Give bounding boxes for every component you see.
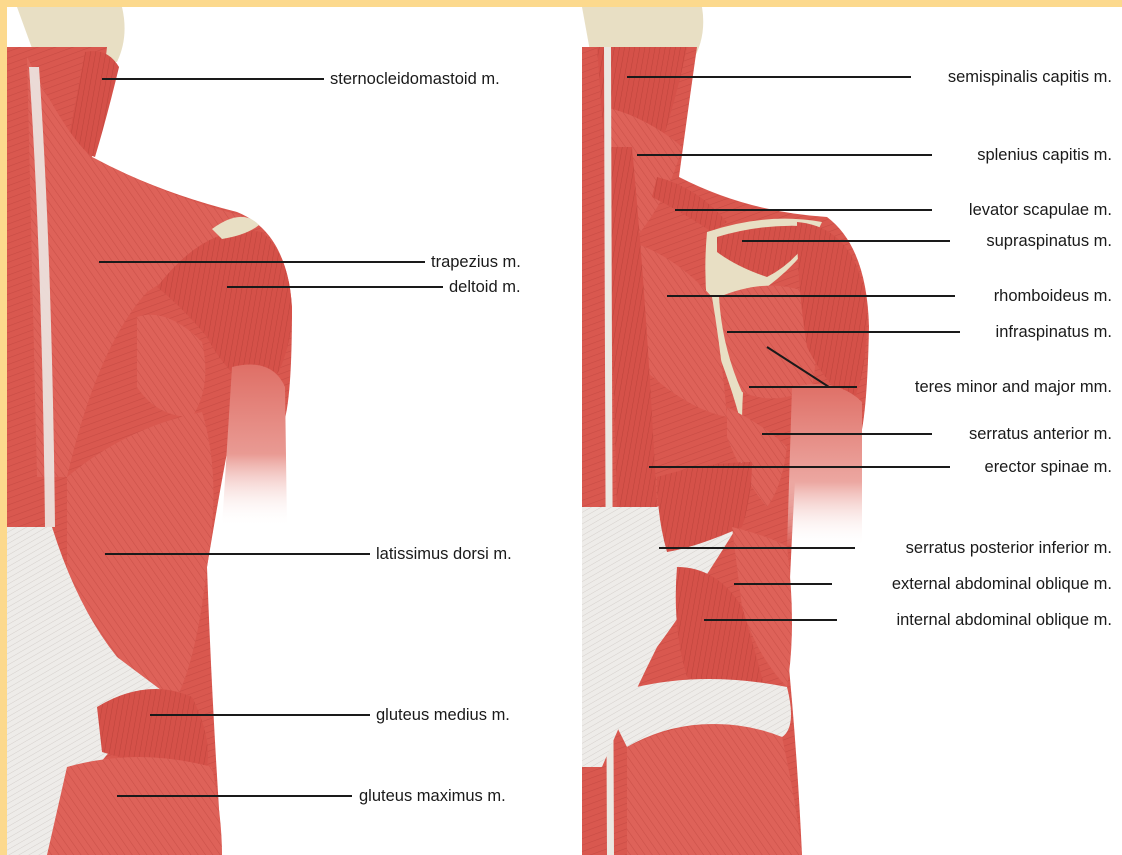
label-levator-scapulae: levator scapulae m. xyxy=(969,201,1112,219)
label-infraspinatus: infraspinatus m. xyxy=(996,323,1112,341)
anatomy-illustration xyxy=(7,7,1122,855)
label-serratus-posterior-inferior: serratus posterior inferior m. xyxy=(906,539,1112,557)
label-semispinalis-capitis: semispinalis capitis m. xyxy=(948,68,1112,86)
label-erector-spinae: erector spinae m. xyxy=(985,458,1112,476)
label-gluteus-medius: gluteus medius m. xyxy=(376,706,510,724)
label-external-abdominal-oblique: external abdominal oblique m. xyxy=(892,575,1112,593)
diagram-canvas: sternocleidomastoid m. trapezius m. delt… xyxy=(7,7,1122,855)
label-splenius-capitis: splenius capitis m. xyxy=(977,146,1112,164)
label-deltoid: deltoid m. xyxy=(449,278,521,296)
label-gluteus-maximus: gluteus maximus m. xyxy=(359,787,506,805)
label-rhomboideus: rhomboideus m. xyxy=(994,287,1112,305)
label-sternocleidomastoid: sternocleidomastoid m. xyxy=(330,70,500,88)
label-supraspinatus: supraspinatus m. xyxy=(986,232,1112,250)
label-serratus-anterior: serratus anterior m. xyxy=(969,425,1112,443)
left-figure xyxy=(7,7,292,855)
label-teres-minor-major: teres minor and major mm. xyxy=(915,378,1112,396)
label-internal-abdominal-oblique: internal abdominal oblique m. xyxy=(896,611,1112,629)
right-figure xyxy=(582,7,869,855)
label-latissimus-dorsi: latissimus dorsi m. xyxy=(376,545,512,563)
label-trapezius: trapezius m. xyxy=(431,253,521,271)
